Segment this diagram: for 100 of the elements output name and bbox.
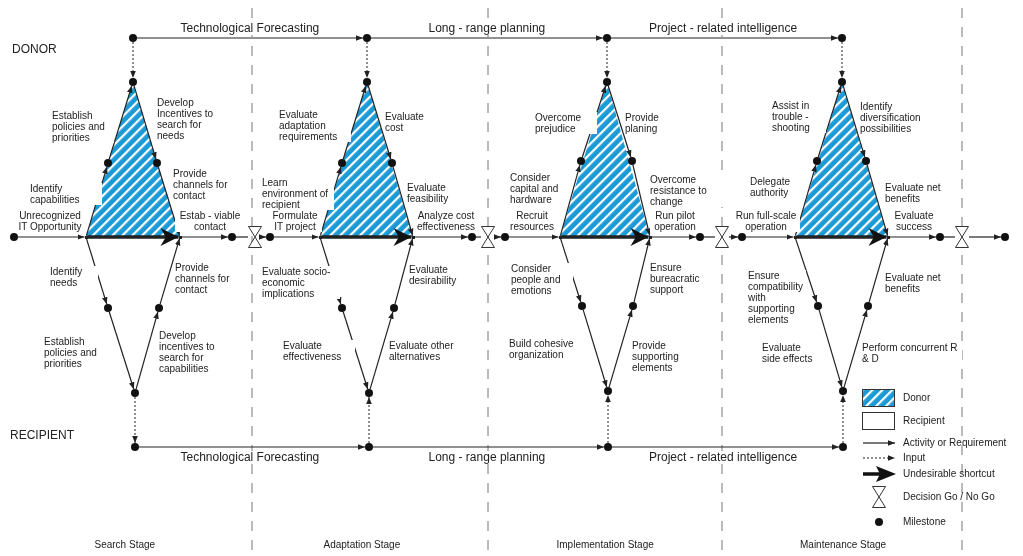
activity-arrow bbox=[650, 234, 697, 240]
activity-arrow bbox=[868, 237, 889, 303]
milestone-dot bbox=[814, 302, 822, 310]
activity-arrow bbox=[394, 237, 414, 305]
milestone-dot bbox=[738, 233, 746, 241]
input-arrow bbox=[366, 396, 372, 444]
milestone-dot bbox=[936, 233, 944, 241]
connector-line bbox=[475, 236, 482, 238]
edge-label: Assist in trouble - shooting bbox=[772, 100, 826, 133]
edge-label: Identify needs bbox=[50, 266, 98, 288]
activity-arrow bbox=[108, 311, 135, 390]
activity-arrow bbox=[610, 35, 839, 41]
junction-point bbox=[318, 235, 322, 239]
milestone-dot bbox=[862, 157, 870, 165]
milestone-dot bbox=[577, 157, 585, 165]
activity-arrow bbox=[494, 234, 502, 240]
junction-point bbox=[886, 235, 890, 239]
activity-arrow bbox=[817, 85, 842, 158]
milestone-dot bbox=[468, 233, 476, 241]
activity-arrow bbox=[369, 311, 394, 390]
milestone-dot bbox=[153, 159, 161, 167]
edge-label: Learn environment of recipient bbox=[262, 177, 334, 210]
activity-arrow bbox=[180, 234, 229, 240]
edge-label: Evaluate socio-economic implications bbox=[262, 266, 340, 299]
milestone-dot bbox=[363, 34, 371, 42]
activity-arrow bbox=[108, 85, 133, 160]
activity-arrow bbox=[367, 85, 392, 160]
decision-symbol bbox=[955, 226, 969, 248]
activity-arrow bbox=[508, 234, 560, 240]
milestone-dot bbox=[813, 157, 821, 165]
activity-arrow bbox=[159, 237, 181, 305]
activity-arrow bbox=[968, 234, 1002, 240]
junction-point bbox=[178, 235, 182, 239]
decision-symbol bbox=[248, 226, 262, 248]
edge-label: Evaluate adaptation requirements bbox=[279, 109, 351, 142]
milestone-dot bbox=[629, 302, 637, 310]
milestone-dot bbox=[363, 78, 371, 86]
milestone-dot bbox=[266, 233, 274, 241]
activity-arrow bbox=[632, 164, 651, 237]
edge-label: Overcome prejudice bbox=[535, 112, 597, 134]
milestone-dot bbox=[388, 159, 396, 167]
legend-label: Milestone bbox=[903, 516, 946, 527]
milestone-dot bbox=[838, 78, 846, 86]
activity-arrow bbox=[843, 309, 868, 388]
legend-label: Undesirable shortcut bbox=[903, 468, 995, 479]
activity-arrow bbox=[888, 234, 937, 240]
edge-label: Perform concurrent R & D bbox=[862, 342, 962, 364]
input-arrow bbox=[605, 394, 611, 444]
milestone-dot bbox=[839, 443, 847, 451]
activity-arrow bbox=[866, 164, 889, 237]
milestone-dot bbox=[501, 233, 509, 241]
activity-arrow bbox=[842, 85, 866, 158]
input-arrow bbox=[840, 394, 846, 444]
junction-point bbox=[84, 235, 88, 239]
input-arrow bbox=[132, 396, 138, 444]
edge-label: Analyze cost effectiveness bbox=[415, 210, 477, 232]
stage-label: Adaptation Stage bbox=[323, 539, 401, 550]
edge-label: Identify capabilities bbox=[30, 183, 102, 205]
milestone-dot bbox=[365, 443, 373, 451]
activity-arrow bbox=[157, 166, 181, 237]
input-arrow bbox=[604, 41, 610, 79]
activity-arrow bbox=[607, 85, 632, 158]
milestone-dot bbox=[390, 304, 398, 312]
junction-point bbox=[793, 235, 797, 239]
milestone-dot bbox=[603, 78, 611, 86]
activity-arrow bbox=[135, 311, 159, 390]
milestone-dot bbox=[603, 34, 611, 42]
input-arrow bbox=[364, 41, 370, 79]
milestone-dot bbox=[10, 233, 18, 241]
milestone-dot bbox=[628, 157, 636, 165]
milestone-dot bbox=[365, 389, 373, 397]
milestone-dot bbox=[104, 304, 112, 312]
activity-arrow bbox=[17, 234, 86, 240]
milestone-dot bbox=[338, 304, 346, 312]
edge-label: Evaluate effectiveness bbox=[283, 340, 355, 362]
milestone-dot bbox=[104, 159, 112, 167]
input-arrow bbox=[130, 41, 136, 79]
legend-label: Activity or Requirement bbox=[903, 437, 1007, 448]
activity-arrow bbox=[392, 166, 414, 237]
activity-arrow bbox=[273, 234, 320, 240]
activity-arrow bbox=[259, 234, 267, 240]
connector-line bbox=[943, 236, 956, 238]
milestone-dot bbox=[129, 78, 137, 86]
activity-arrow bbox=[85, 237, 108, 305]
side-heading: DONOR bbox=[12, 42, 57, 56]
stage-label: Search Stage bbox=[94, 539, 156, 550]
milestone-dot bbox=[604, 387, 612, 395]
milestone-dot bbox=[839, 387, 847, 395]
activity-arrow bbox=[370, 35, 604, 41]
decision-symbol bbox=[481, 226, 495, 248]
activity-arrow bbox=[818, 309, 843, 388]
activity-arrow bbox=[138, 444, 366, 450]
stage-label: Maintenance Stage bbox=[800, 539, 887, 550]
connector-line bbox=[703, 236, 716, 238]
activity-arrow bbox=[794, 237, 818, 303]
milestone-dot bbox=[578, 302, 586, 310]
milestone-dot bbox=[1001, 233, 1009, 241]
milestone-dot bbox=[131, 443, 139, 451]
activity-arrow bbox=[413, 234, 469, 240]
stage-label: Implementation Stage bbox=[556, 539, 654, 550]
